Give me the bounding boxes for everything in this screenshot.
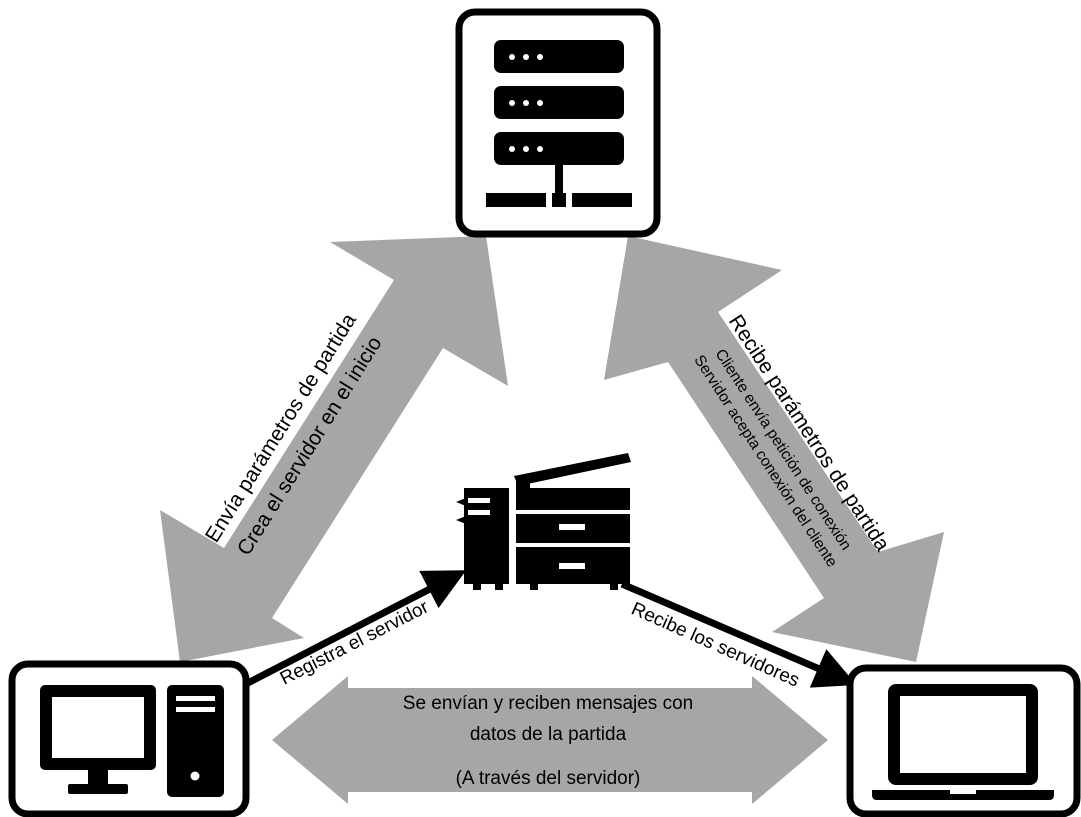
left-double-arrow <box>160 236 508 662</box>
registra-label: Registra el servidor <box>277 596 433 689</box>
bottom-arrow-label-1: Se envían y reciben mensajes con <box>403 693 693 714</box>
bottom-arrow-label-3: (A través del servidor) <box>456 768 641 789</box>
server-icon <box>486 40 632 207</box>
recibe-arrow <box>620 580 857 688</box>
desktop-node <box>8 660 250 817</box>
copier-machine-icon <box>456 453 631 590</box>
registra-arrow <box>244 570 467 688</box>
server-node <box>455 8 661 238</box>
bottom-double-arrow <box>272 676 828 804</box>
right-double-arrow <box>604 236 944 662</box>
recibe-label: Recibe los servidores <box>628 598 802 691</box>
bottom-arrow-label-2: datos de la partida <box>470 724 627 745</box>
desktop-computer-icon <box>40 685 224 797</box>
laptop-icon <box>872 684 1054 800</box>
laptop-node <box>846 664 1081 817</box>
